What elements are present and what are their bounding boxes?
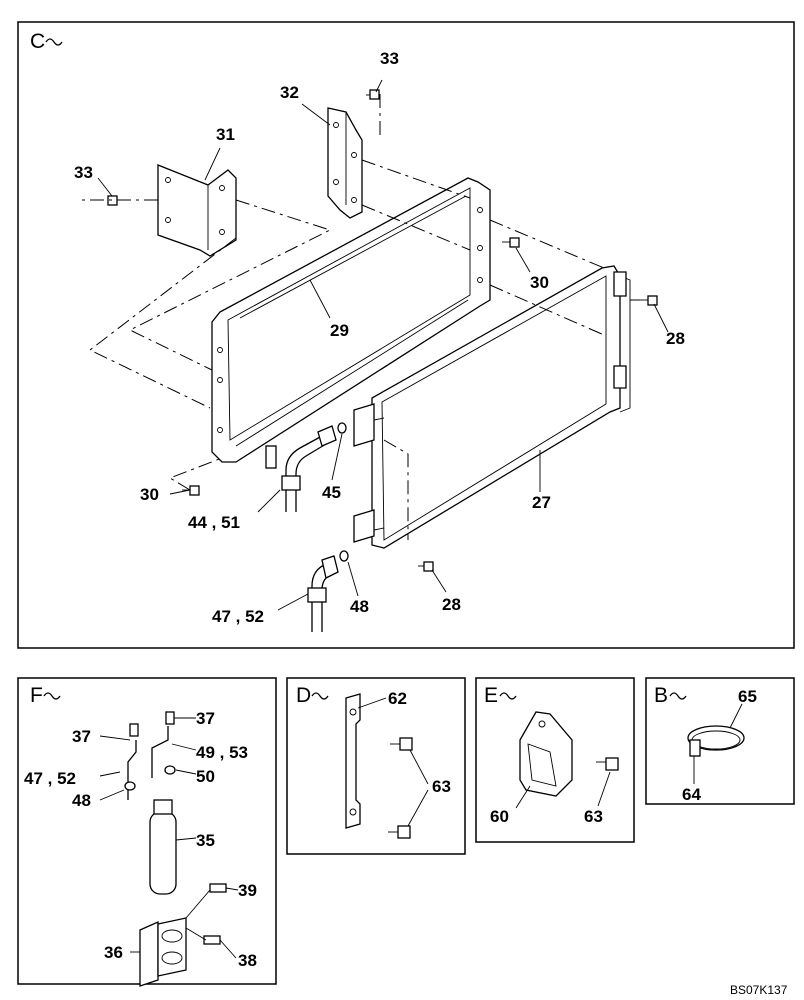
section-c-tilde — [45, 38, 63, 46]
callout-62: 62 — [388, 689, 407, 708]
callout-33-top: 33 — [380, 49, 399, 68]
section-b-tilde — [669, 692, 687, 700]
section-d-border — [286, 677, 466, 855]
condenser-frame-29 — [211, 177, 491, 463]
section-c-tag: C — [30, 30, 45, 53]
callout-37-left: 37 — [72, 727, 91, 746]
callout-36: 36 — [104, 943, 123, 962]
callout-49-53: 49 , 53 — [196, 743, 248, 762]
section-e-panel: E 60 63 — [475, 677, 635, 843]
callout-47-52-f: 47 , 52 — [24, 769, 76, 788]
callout-63-e: 63 — [584, 807, 603, 826]
callout-50: 50 — [196, 767, 215, 786]
assembly-line — [168, 457, 223, 491]
bolts-63-d — [388, 737, 413, 839]
bolt-33-top — [366, 89, 380, 100]
bolt-28-bottom — [418, 561, 434, 572]
section-c-panel: C — [17, 21, 795, 649]
section-f-tag: F — [30, 684, 43, 707]
assembly-line — [361, 159, 471, 199]
section-f-panel: F — [17, 677, 277, 987]
callout-65: 65 — [738, 687, 757, 706]
callout-28-right: 28 — [666, 329, 685, 348]
section-e-tag: E — [484, 684, 498, 707]
hose-47-52 — [307, 555, 339, 632]
callout-29: 29 — [330, 321, 349, 340]
callout-45: 45 — [322, 483, 341, 502]
callout-27: 27 — [532, 493, 551, 512]
o-ring-45 — [337, 422, 347, 434]
drawing-reference-code: BS07K137 — [730, 983, 788, 997]
section-f-tilde — [43, 692, 61, 700]
assembly-line — [489, 284, 605, 336]
leader-lines-c — [97, 79, 669, 611]
callout-63-d: 63 — [432, 777, 451, 796]
callout-30-right: 30 — [530, 273, 549, 292]
bolt-28-right — [640, 295, 658, 306]
callout-33-left: 33 — [74, 163, 93, 182]
callout-48: 48 — [350, 597, 369, 616]
bracket-32 — [327, 107, 363, 219]
leader-lines-b — [693, 703, 743, 784]
o-ring-48 — [339, 550, 349, 562]
section-b-panel: B 65 64 — [645, 677, 795, 805]
section-c-border — [17, 21, 795, 649]
callout-60: 60 — [490, 807, 509, 826]
assembly-line — [89, 237, 237, 409]
bolt-30-right — [502, 237, 520, 248]
section-b-border — [645, 677, 795, 805]
condenser-27 — [353, 265, 631, 549]
callout-37-right: 37 — [196, 709, 215, 728]
callout-44-51: 44 , 51 — [188, 513, 240, 532]
callout-32: 32 — [280, 83, 299, 102]
assembly-line — [128, 199, 332, 371]
clamp-60 — [519, 711, 573, 797]
section-b-tag: B — [654, 684, 668, 707]
fittings-f — [124, 711, 227, 945]
callout-39: 39 — [238, 881, 257, 900]
leader-lines-f — [99, 717, 239, 959]
bracket-31 — [157, 164, 237, 257]
leader-lines-e — [515, 771, 611, 809]
bracket-62 — [345, 693, 361, 829]
callout-35: 35 — [196, 831, 215, 850]
receiver-drier-35 — [149, 799, 177, 895]
callout-38: 38 — [238, 951, 257, 970]
bracket-36 — [139, 917, 187, 987]
section-d-tag: D — [296, 684, 311, 707]
callout-47-52: 47 , 52 — [212, 607, 264, 626]
section-d-tilde — [311, 692, 329, 700]
band-clamp-65 — [687, 725, 745, 766]
callout-48-f: 48 — [72, 791, 91, 810]
callout-64: 64 — [682, 785, 701, 804]
bolt-30-left — [182, 485, 200, 496]
section-e-border — [475, 677, 635, 843]
assembly-line — [383, 439, 409, 540]
callout-28-bottom: 28 — [442, 595, 461, 614]
callout-30-left: 30 — [140, 485, 159, 504]
hose-44-51 — [265, 425, 337, 512]
assembly-line — [361, 204, 471, 251]
leader-lines-d — [357, 697, 429, 827]
bolt-63-e — [596, 757, 619, 771]
callout-31: 31 — [216, 125, 235, 144]
assembly-line — [489, 219, 605, 269]
section-d-panel: D 62 63 — [286, 677, 466, 855]
section-e-tilde — [499, 692, 517, 700]
